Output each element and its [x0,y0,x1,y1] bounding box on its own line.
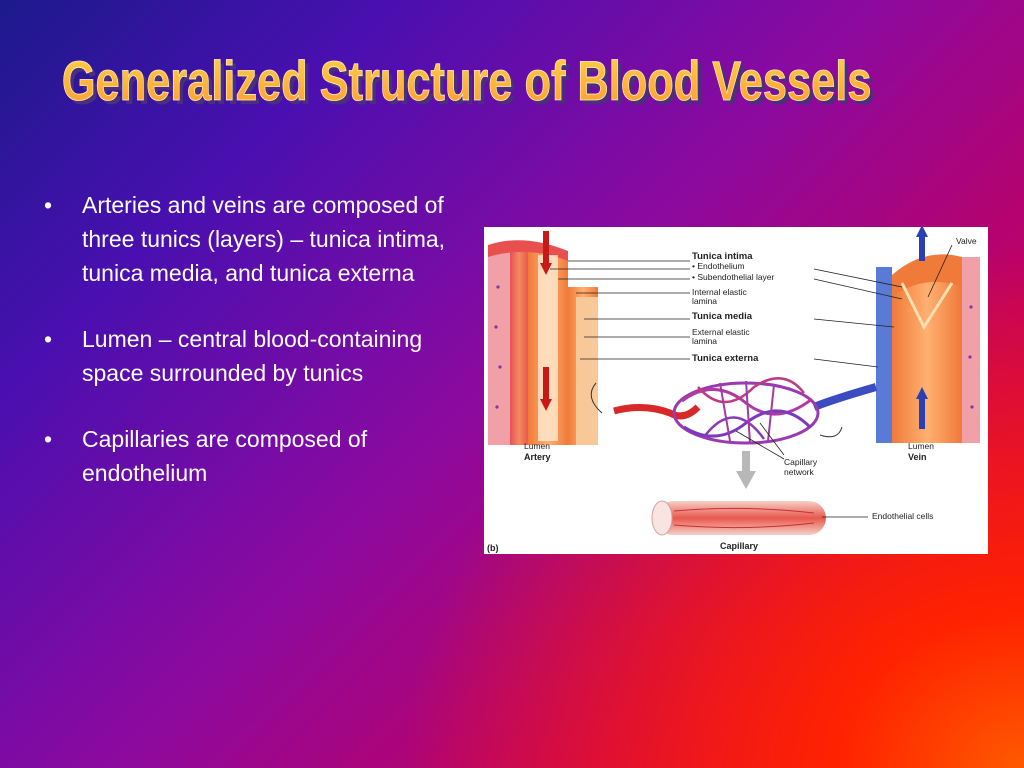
bullet-item: • Arteries and veins are composed of thre… [40,188,480,290]
label-tunica-externa: Tunica externa [692,353,759,364]
bullet-text: Lumen – central blood-containing space s… [82,326,423,386]
capillary-network-illustration [590,377,878,489]
bullet-dot: • [44,192,53,218]
bullet-item: • Lumen – central blood-containing space … [40,322,480,390]
label-tunica-intima: Tunica intima [692,251,753,262]
title-shadow: Generalized Structure of Blood Vessels [66,54,876,116]
label-lumen-vein: Lumen [908,441,934,451]
blood-vessel-diagram: Tunica intima • Endothelium • Subendothe… [487,225,980,553]
leader-lines [550,244,953,518]
label-capillary: Capillary [720,541,758,551]
label-internal-elastic-2: lamina [692,296,717,306]
label-external-elastic-1: External elastic [692,327,750,337]
blood-vessel-figure: Tunica intima • Endothelium • Subendothe… [484,225,988,554]
label-subendothelial: • Subendothelial layer [692,272,775,282]
label-vein: Vein [908,452,927,462]
bullet-item: • Capillaries are composed of endothelium [40,422,480,490]
slide-title: Generalized Structure of Blood Vessels G… [60,36,960,117]
title-text: Generalized Structure of Blood Vessels [62,50,872,112]
label-valve: Valve [956,236,977,246]
capillary-tube-illustration [651,500,826,536]
label-lumen-artery: Lumen [524,441,550,451]
title-svg: Generalized Structure of Blood Vessels G… [61,50,876,117]
bullet-dot: • [44,326,53,352]
vein-illustration [876,225,980,443]
label-tunica-media: Tunica media [692,311,753,322]
diagram-labels: Tunica intima • Endothelium • Subendothe… [487,236,977,553]
label-capillary-network-1: Capillary [784,457,818,467]
bullet-list: • Arteries and veins are composed of thre… [40,188,480,522]
label-artery: Artery [524,452,551,462]
label-endothelium: • Endothelium [692,261,745,271]
label-internal-elastic-1: Internal elastic [692,287,748,297]
artery-illustration [488,231,598,445]
bullet-dot: • [44,426,53,452]
bullet-text: Capillaries are composed of endothelium [82,426,368,486]
label-endothelial-cells: Endothelial cells [872,511,933,521]
panel-label: (b) [487,543,499,553]
label-capillary-network-2: network [784,467,815,477]
label-external-elastic-2: lamina [692,336,717,346]
bullet-text: Arteries and veins are composed of three… [82,192,446,286]
